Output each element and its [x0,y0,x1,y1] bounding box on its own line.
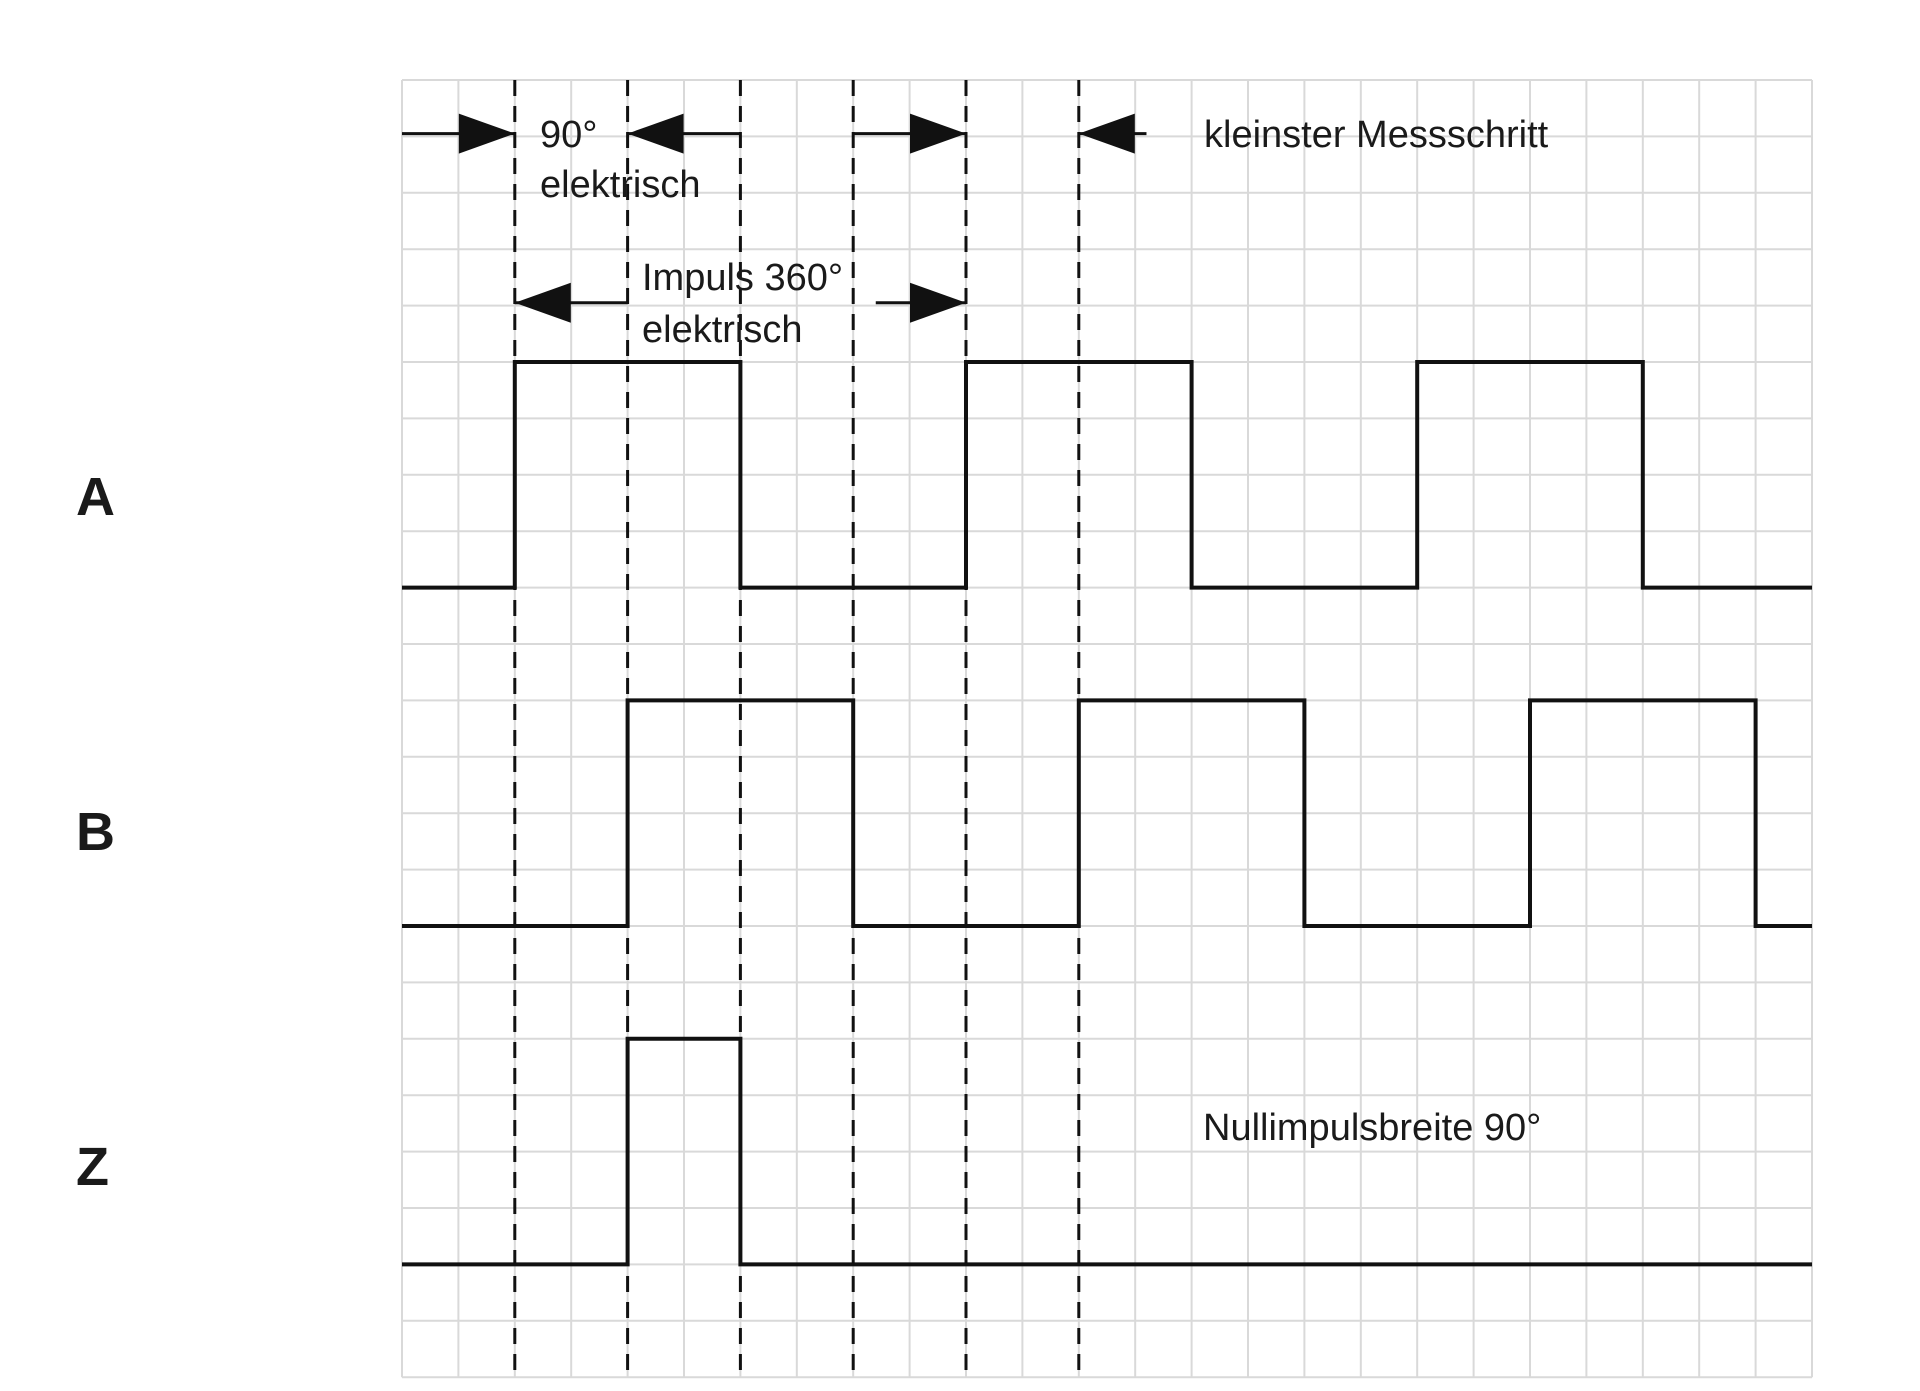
zero-pulse-label: Nullimpulsbreite 90° [1203,1107,1541,1149]
dimension-arrows [402,113,1147,323]
signal-label-b: B [76,802,115,862]
pulse-arrow-right-head-icon [910,282,966,323]
phase-value-label: 90° [540,114,597,156]
pulse-value-label: Impuls 360° [642,257,843,299]
signal-waveform-b [402,698,1812,928]
signals [402,360,1812,1267]
grid [401,79,1813,1379]
signal-waveform-z [402,1036,1812,1267]
phase-arrow-left-head-icon [458,113,515,154]
phase-arrow-right-head-icon [627,113,684,154]
step-arrow-left-head-icon [910,113,966,154]
pulse-unit-label: elektrisch [642,309,803,351]
signal-label-a: A [76,467,115,527]
signal-label-z: Z [76,1137,109,1197]
phase-unit-label: elektrisch [540,164,701,206]
signal-waveform-a [402,360,1812,590]
min-step-label: kleinster Messschritt [1204,114,1549,156]
step-arrow-right-head-icon [1078,113,1135,154]
pulse-arrow-left-head-icon [514,282,571,323]
